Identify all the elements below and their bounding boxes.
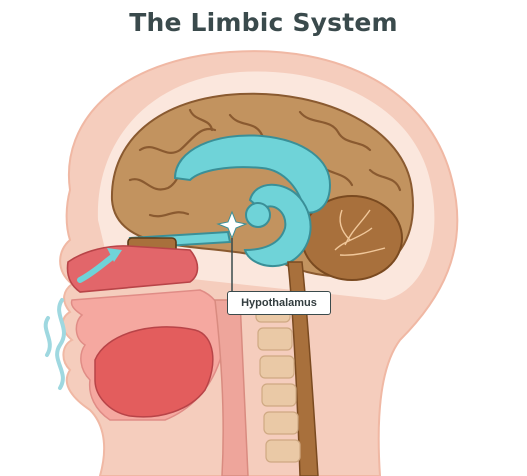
airflow-arrowhead [107,248,122,262]
cerebellum-branches [334,209,386,256]
nasal-cavity [66,245,199,293]
hypothalamus-label: Hypothalamus [227,291,331,315]
vertebrae [255,299,301,463]
thalamus [245,202,271,228]
tongue [94,326,214,418]
diagram-title: The Limbic System [129,8,398,37]
limbic-arc [173,134,332,214]
breath-waves [43,298,66,390]
